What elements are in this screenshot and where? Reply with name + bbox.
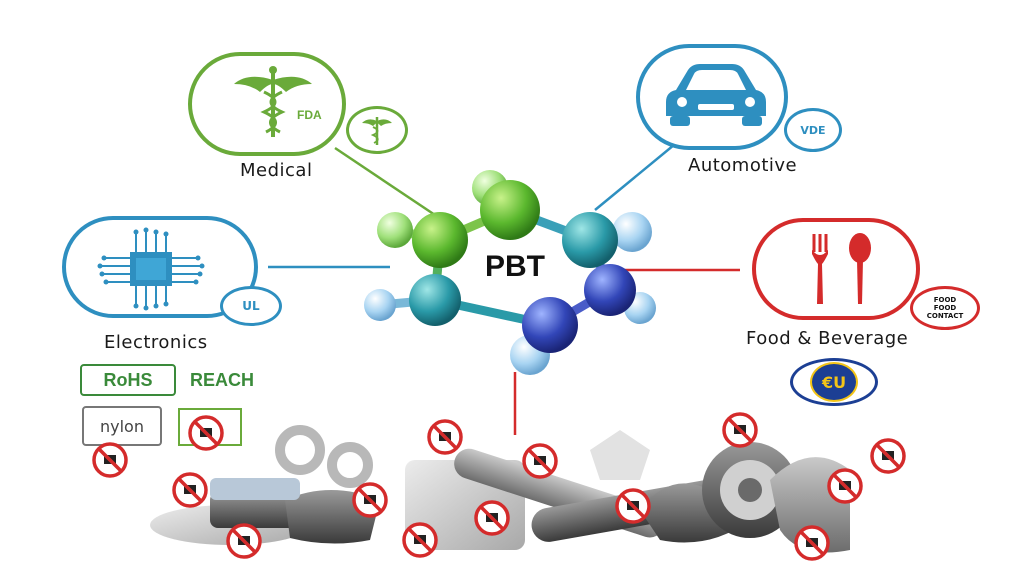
pbt-molecule (364, 170, 656, 375)
no-sign-icon (615, 488, 651, 524)
ul-badge: UL (220, 286, 282, 326)
fda-mark: FDA (297, 108, 322, 122)
no-sign-icon (794, 525, 830, 561)
medical-circle (188, 52, 346, 156)
automotive-connector (594, 139, 681, 211)
caduceus-icon (234, 66, 312, 137)
no-sign-icon (722, 412, 758, 448)
fan-part (590, 430, 650, 480)
fda-badge (346, 106, 408, 154)
food-contact-line-2: FOOD (933, 304, 957, 312)
no-sign-icon (427, 419, 463, 455)
blue-cable-part (210, 478, 300, 500)
food-contact-line-3: CONTACT (926, 312, 964, 320)
car-icon (666, 64, 766, 126)
fork-spoon-icon (812, 233, 871, 304)
no-sign-icon (172, 472, 208, 508)
microchip-icon (97, 227, 205, 311)
no-sign-icon (92, 442, 128, 478)
vde-badge: VDE (784, 108, 842, 152)
no-sign-icon (827, 468, 863, 504)
reach-mark: REACH (190, 370, 255, 390)
pbt-label: PBT (485, 250, 545, 283)
no-sign-icon (226, 523, 262, 559)
gears-part (275, 425, 373, 488)
caduceus-small-icon (362, 117, 392, 145)
food-label: Food & Beverage (746, 328, 909, 349)
eu-mark: €U (810, 362, 858, 402)
bracket-part (210, 492, 300, 528)
no-sign-icon (474, 500, 510, 536)
automotive-label: Automotive (688, 155, 798, 176)
no-sign-icon (402, 522, 438, 558)
rohs-badge: RoHS (80, 364, 176, 396)
medical-label: Medical (240, 160, 313, 181)
electronics-label: Electronics (104, 332, 208, 353)
food-contact-badge: FOOD FOOD CONTACT (910, 286, 980, 330)
medical-connector (334, 146, 436, 217)
no-sign-icon (870, 438, 906, 474)
eu-badge: €U (790, 358, 878, 406)
food-circle (752, 218, 920, 320)
no-sign-icon (188, 415, 224, 451)
no-sign-icon (352, 482, 388, 518)
no-sign-icon (522, 443, 558, 479)
nylon-badge: nylon (82, 406, 162, 446)
food-contact-line-1: FOOD (933, 296, 957, 304)
